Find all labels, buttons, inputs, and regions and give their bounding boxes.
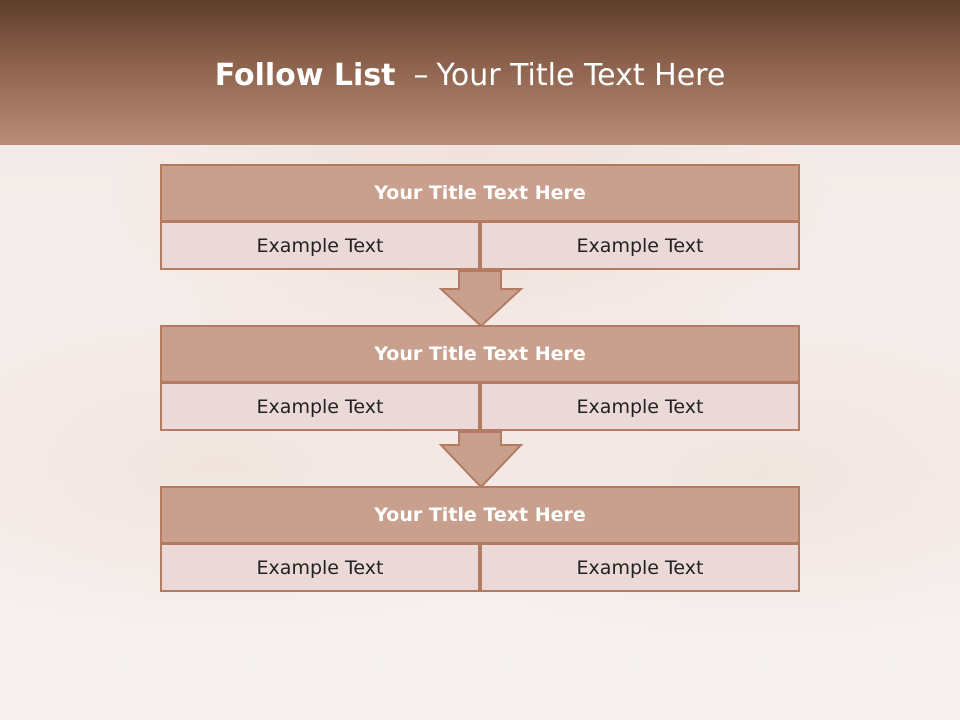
step-title: Your Title Text Here [160, 486, 800, 544]
slide-title-separator: – [413, 58, 429, 93]
step-cell-left: Example Text [160, 543, 480, 592]
step-title: Your Title Text Here [160, 325, 800, 383]
slide-title: Follow List–Your Title Text Here [0, 56, 940, 96]
step-cell-right: Example Text [480, 543, 800, 592]
slide-title-rest: Your Title Text Here [436, 58, 726, 93]
step-cell-left: Example Text [160, 221, 480, 270]
down-arrow-icon [438, 431, 524, 489]
slide-title-bold: Follow List [214, 58, 396, 93]
step-cell-right: Example Text [480, 221, 800, 270]
down-arrow-icon [438, 270, 524, 328]
step-title: Your Title Text Here [160, 164, 800, 222]
step-cell-right: Example Text [480, 382, 800, 431]
step-cell-left: Example Text [160, 382, 480, 431]
title-banner: Follow List–Your Title Text Here [0, 0, 960, 145]
